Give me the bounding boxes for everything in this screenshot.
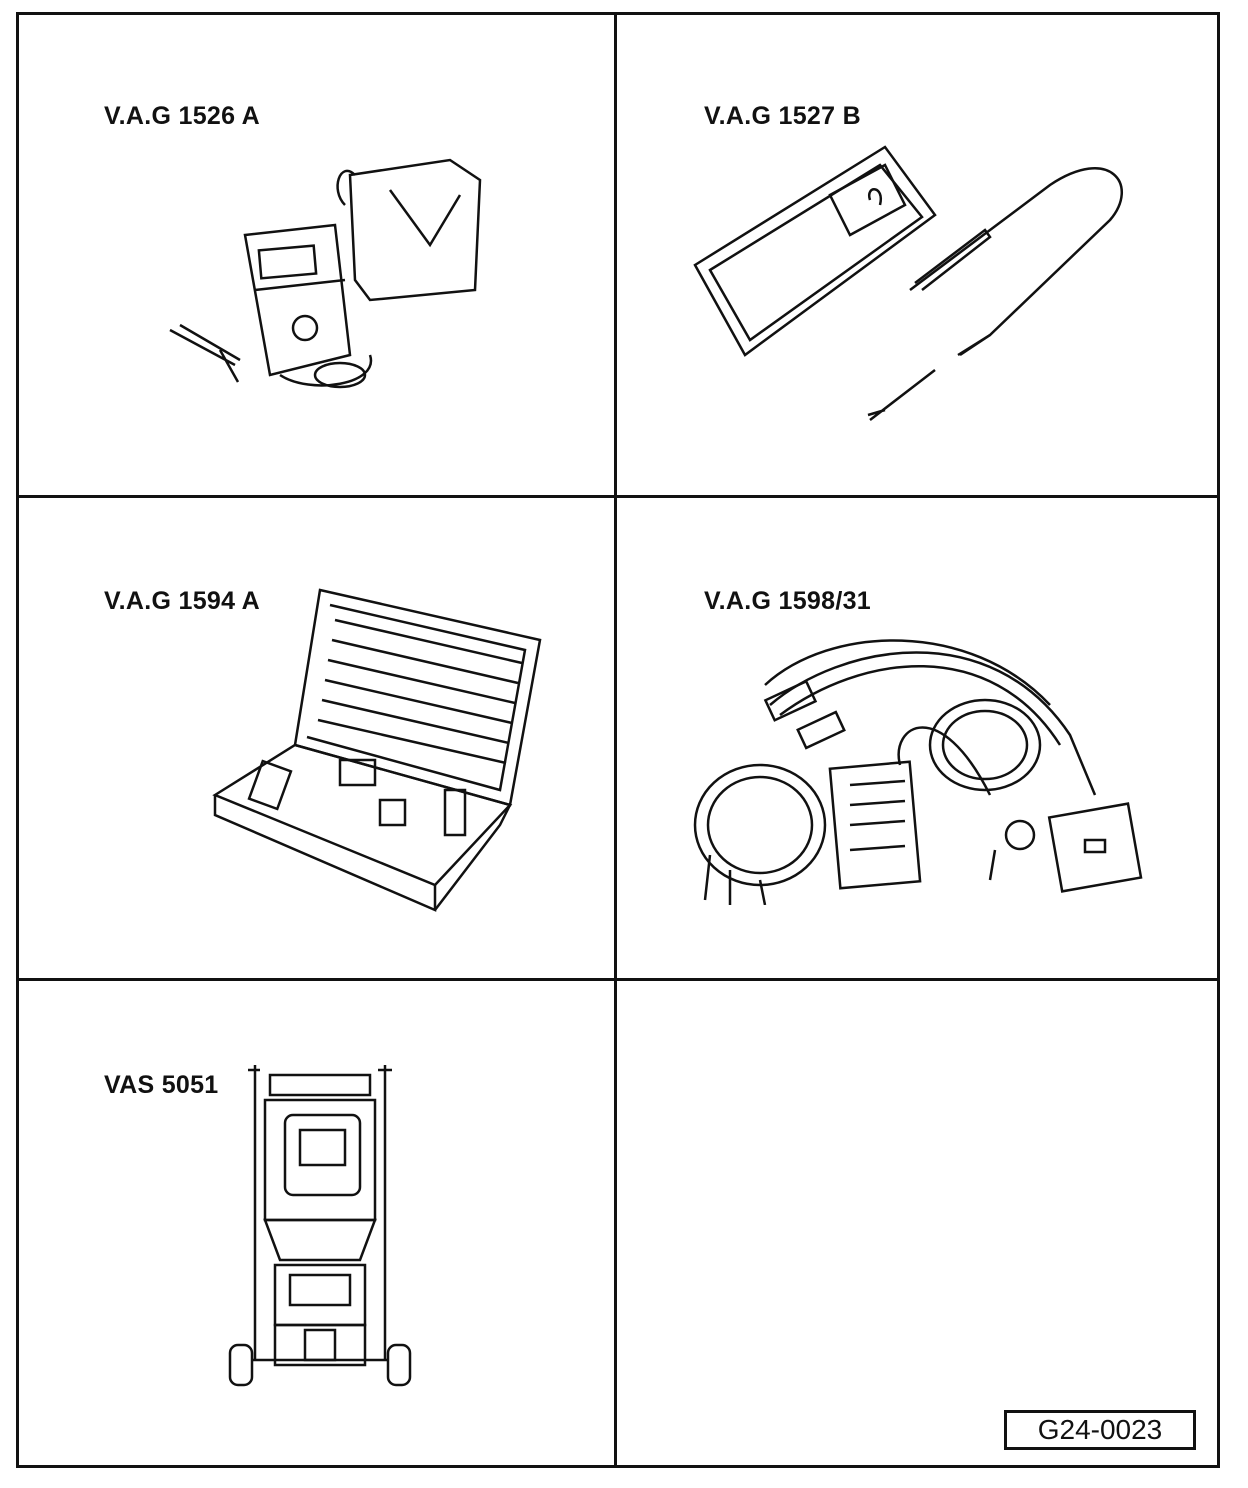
voltage-tester-icon <box>693 145 1123 421</box>
tool-label-1598-31: V.A.G 1598/31 <box>704 587 871 615</box>
grid-divider-vertical <box>614 12 617 1468</box>
grid-divider-row-2 <box>16 978 1220 981</box>
tool-label-1526a: V.A.G 1526 A <box>104 102 261 130</box>
diagnostic-trolley-icon <box>228 1065 412 1387</box>
tool-label-1527b: V.A.G 1527 B <box>704 102 861 130</box>
test-box-cable-icon <box>693 639 1143 905</box>
tool-label-vas5051: VAS 5051 <box>104 1071 219 1099</box>
adapter-case-icon <box>212 588 542 912</box>
figure-id-box: G24-0023 <box>1004 1410 1196 1450</box>
grid-divider-row-1 <box>16 495 1220 498</box>
multimeter-icon <box>169 158 482 389</box>
tool-label-1594a: V.A.G 1594 A <box>104 587 261 615</box>
tool-grid <box>16 12 1220 1468</box>
